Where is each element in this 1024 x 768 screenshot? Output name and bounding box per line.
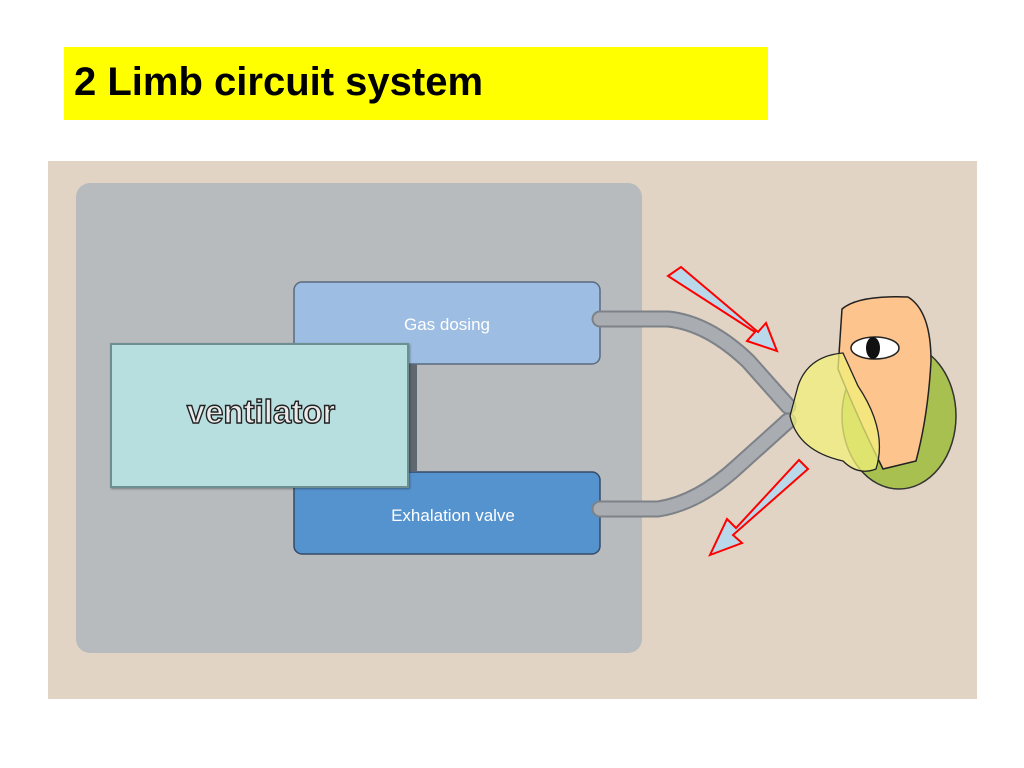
patient-head [789,296,957,490]
exhalation-valve-label: Exhalation valve [391,506,515,525]
gas-dosing-label: Gas dosing [404,315,490,334]
patient-mask [789,352,881,472]
page-title: 2 Limb circuit system [74,60,484,104]
expiratory-hose [591,412,797,518]
patient-pupil [866,337,880,359]
exhale-flow-arrow [708,458,810,557]
exhalation-valve-block: Exhalation valve [293,471,601,555]
diagram-panel: Gas dosing Exhalation valve ventilator [48,161,977,699]
ventilator-label: ventilator [187,393,336,430]
ventilator-box: ventilator [110,343,409,488]
inspiratory-hose [591,310,797,415]
inhale-flow-arrow [666,265,779,353]
title-bar: 2 Limb circuit system [64,47,768,120]
